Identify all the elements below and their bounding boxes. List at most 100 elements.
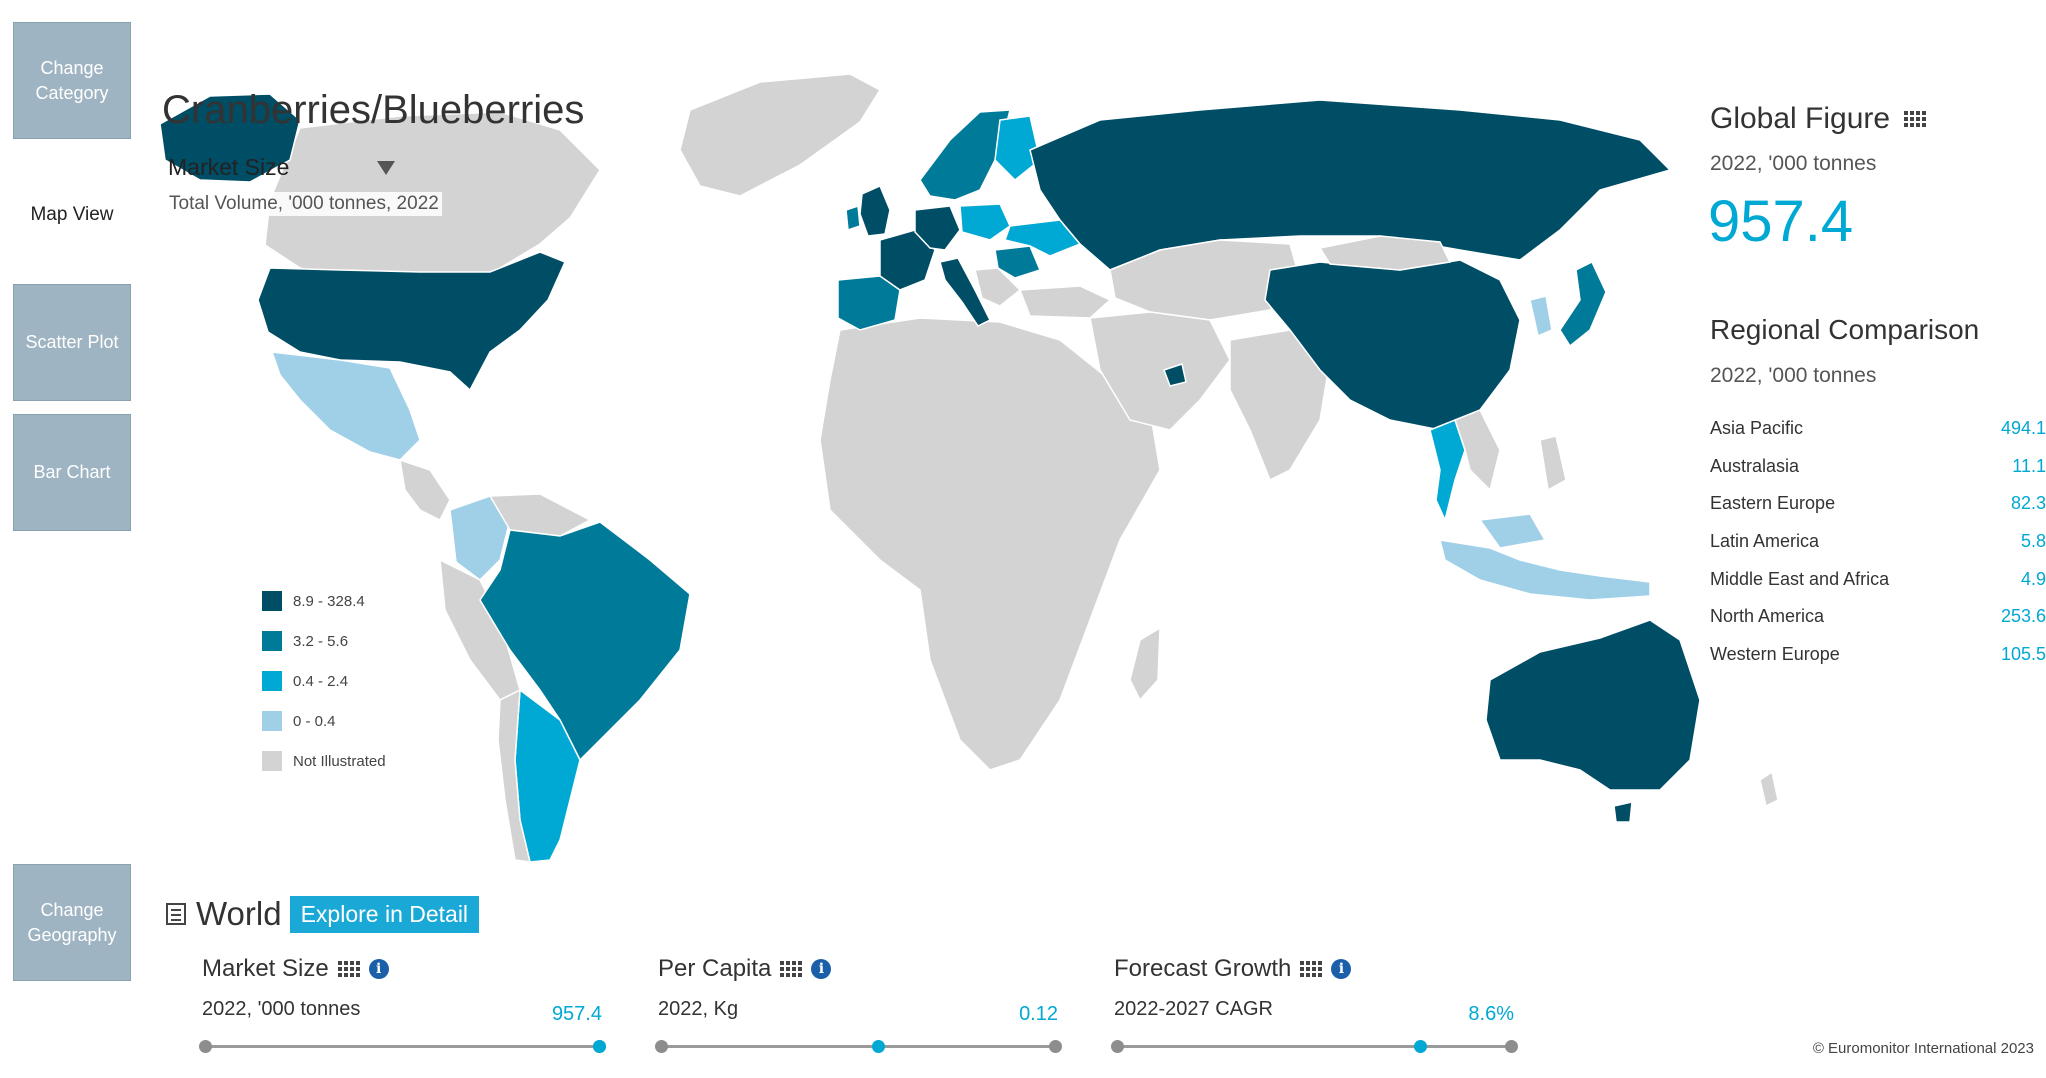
country-chile[interactable] bbox=[497, 688, 531, 863]
region-middle-east[interactable] bbox=[1089, 311, 1231, 431]
region-value: 5.8 bbox=[2020, 531, 2046, 552]
metric-slider-track bbox=[655, 1040, 1062, 1053]
legend-swatch bbox=[262, 751, 282, 771]
info-icon[interactable]: i bbox=[1331, 959, 1352, 979]
country-mexico[interactable] bbox=[270, 351, 421, 461]
country-central-america[interactable] bbox=[399, 458, 451, 522]
country-ireland[interactable] bbox=[845, 204, 861, 232]
data-grid-icon[interactable] bbox=[337, 961, 360, 977]
metric-title-label: Market Size bbox=[202, 955, 329, 982]
slider-max-dot bbox=[1505, 1040, 1518, 1053]
legend-item: 8.9 - 328.4 bbox=[262, 581, 386, 621]
country-greenland[interactable] bbox=[679, 73, 882, 197]
info-icon[interactable]: i bbox=[368, 959, 389, 979]
slider-value-dot bbox=[1414, 1040, 1428, 1053]
continent-africa[interactable] bbox=[819, 317, 1161, 771]
region-value: 253.6 bbox=[2000, 606, 2046, 627]
country-korea[interactable] bbox=[1529, 295, 1553, 338]
regional-comparison-unit: 2022, '000 tonnes bbox=[1710, 364, 1877, 387]
country-japan[interactable] bbox=[1559, 260, 1607, 348]
region-name: North America bbox=[1710, 606, 1825, 627]
legend-swatch bbox=[262, 591, 282, 611]
country-usa[interactable] bbox=[257, 251, 567, 392]
legend-label: 0.4 - 2.4 bbox=[293, 672, 349, 690]
country-tasmania[interactable] bbox=[1613, 801, 1633, 823]
change-geography-label-2: Geography bbox=[27, 924, 117, 945]
region-name: Eastern Europe bbox=[1710, 493, 1836, 514]
map-subtitle: Total Volume, '000 tonnes, 2022 bbox=[166, 192, 442, 216]
bar-chart-button[interactable]: Bar Chart bbox=[13, 414, 131, 531]
metric-unit: 2022, '000 tonnes bbox=[202, 998, 361, 1020]
change-geography-label-1: Change bbox=[40, 899, 104, 920]
global-figure-unit: 2022, '000 tonnes bbox=[1710, 152, 1877, 175]
measure-dropdown[interactable]: Market Size bbox=[168, 154, 396, 181]
legend-item: 0 - 0.4 bbox=[262, 701, 386, 741]
metric-title-label: Forecast Growth bbox=[1114, 955, 1292, 982]
legend-swatch bbox=[262, 711, 282, 731]
country-indonesia[interactable] bbox=[1438, 539, 1651, 601]
country-venezuela[interactable] bbox=[488, 493, 592, 537]
bar-chart-label: Bar Chart bbox=[33, 462, 111, 482]
region-value: 82.3 bbox=[2010, 493, 2046, 514]
country-madagascar[interactable] bbox=[1129, 626, 1161, 702]
slider-value-dot bbox=[593, 1040, 606, 1053]
data-grid-icon[interactable] bbox=[780, 961, 803, 977]
scatter-plot-button[interactable]: Scatter Plot bbox=[13, 284, 131, 401]
region-row: North America 253.6 bbox=[1710, 598, 2046, 636]
data-grid-icon[interactable] bbox=[1300, 961, 1323, 977]
country-romania[interactable] bbox=[994, 245, 1042, 279]
global-figure-title: Global Figure bbox=[1710, 102, 1927, 136]
country-uk[interactable] bbox=[859, 185, 891, 237]
page-title: Cranberries/Blueberries bbox=[162, 88, 585, 132]
region-name: Middle East and Africa bbox=[1710, 568, 1890, 589]
country-poland[interactable] bbox=[959, 203, 1011, 241]
country-turkey[interactable] bbox=[1018, 285, 1112, 319]
metric-slider-track bbox=[199, 1040, 606, 1053]
country-australia[interactable] bbox=[1485, 619, 1701, 791]
country-uae[interactable] bbox=[1163, 363, 1187, 387]
legend-label: Not Illustrated bbox=[293, 752, 386, 770]
change-category-label-2: Category bbox=[35, 82, 109, 103]
info-icon[interactable]: i bbox=[811, 959, 832, 979]
global-figure-label: Global Figure bbox=[1710, 102, 1891, 135]
geography-header: World Explore in Detail bbox=[166, 895, 480, 933]
legend-item: 0.4 - 2.4 bbox=[262, 661, 386, 701]
country-mongolia[interactable] bbox=[1318, 235, 1452, 271]
region-name: Asia Pacific bbox=[1710, 418, 1804, 439]
country-vietnam[interactable] bbox=[1454, 409, 1501, 492]
country-balkans[interactable] bbox=[974, 267, 1022, 307]
metric-value: 0.12 bbox=[1019, 1003, 1058, 1025]
country-finland[interactable] bbox=[994, 115, 1041, 182]
document-icon bbox=[166, 903, 186, 925]
metric-market-size: Market Size i 2022, '000 tonnes 957.4 bbox=[199, 955, 606, 1053]
data-grid-icon[interactable] bbox=[1904, 111, 1927, 127]
legend-item: 3.2 - 5.6 bbox=[262, 621, 386, 661]
country-brazil[interactable] bbox=[479, 521, 691, 762]
metric-unit: 2022-2027 CAGR bbox=[1114, 998, 1273, 1020]
region-name: Western Europe bbox=[1710, 643, 1840, 664]
region-value: 11.1 bbox=[2012, 455, 2046, 476]
legend-swatch bbox=[262, 671, 282, 691]
country-philippines[interactable] bbox=[1539, 435, 1567, 492]
map-view-tab[interactable]: Map View bbox=[13, 156, 131, 273]
map-view-label: Map View bbox=[30, 203, 114, 225]
explore-in-detail-button[interactable]: Explore in Detail bbox=[289, 895, 480, 933]
country-germany[interactable] bbox=[914, 205, 961, 251]
country-russia[interactable] bbox=[1029, 99, 1672, 271]
country-alaska[interactable] bbox=[159, 93, 301, 183]
country-italy[interactable] bbox=[939, 257, 992, 327]
slider-min-dot bbox=[655, 1040, 668, 1053]
slider-min-dot bbox=[1111, 1040, 1124, 1053]
country-malaysia[interactable] bbox=[1478, 513, 1547, 549]
country-new-zealand[interactable] bbox=[1759, 770, 1779, 808]
metric-title: Market Size i bbox=[202, 955, 602, 983]
